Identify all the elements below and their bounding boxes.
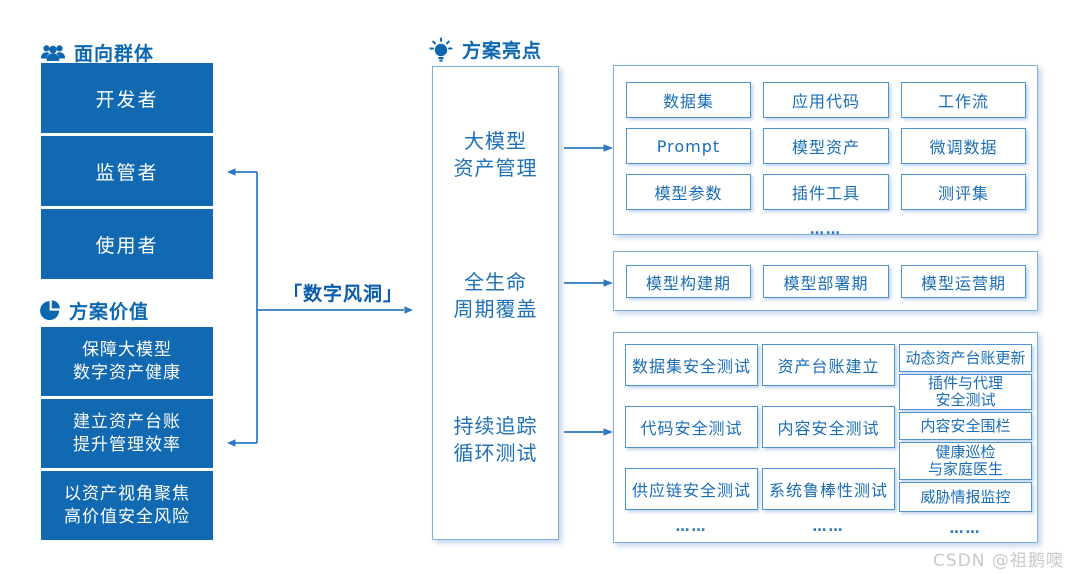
watermark-text: CSDN @祖鹅噢	[933, 551, 1064, 571]
value-box-ledger-efficiency: 建立资产台账 提升管理效率	[41, 399, 213, 468]
testing-col1: 数据集安全测试 代码安全测试 供应链安全测试 ……	[625, 344, 758, 536]
audience-box-regulators: 监管者	[41, 136, 213, 206]
testing-cell-plugin-agent: 插件与代理 安全测试	[899, 374, 1032, 410]
testing-col1-ellipsis: ……	[675, 519, 708, 535]
testing-col2-ellipsis: ……	[812, 519, 845, 535]
asset-cell-plugin-tools: 插件工具	[763, 174, 889, 210]
asset-cell-model-params: 模型参数	[626, 174, 751, 210]
audience-title: 面向群体	[74, 43, 155, 65]
lifecycle-cell-build: 模型构建期	[626, 265, 751, 298]
asset-group-ellipsis: ……	[810, 222, 842, 238]
digital-wind-tunnel-label: 「数字风洞」	[283, 283, 404, 305]
testing-cell-supplychain-security: 供应链安全测试	[625, 468, 758, 510]
testing-col3: 动态资产台账更新 插件与代理 安全测试 内容安全围栏 健康巡检 与家庭医生 威胁…	[899, 344, 1032, 538]
asset-group-panel: 数据集 应用代码 工作流 Prompt 模型资产 微调数据 模型参数 插件工具 …	[613, 65, 1038, 238]
value-box-risk-focus: 以资产视角聚焦 高价值安全风险	[41, 471, 213, 540]
highlight-lifecycle-coverage: 全生命 周期覆盖	[453, 270, 538, 321]
value-title: 方案价值	[69, 301, 150, 323]
highlights-header: 方案亮点	[428, 36, 542, 63]
users-icon	[41, 44, 65, 61]
testing-cell-content-security: 内容安全测试	[762, 406, 895, 448]
audience-header: 面向群体	[40, 39, 154, 66]
asset-cell-finetune-data: 微调数据	[901, 128, 1026, 164]
testing-cell-threat-intel: 威胁情报监控	[899, 482, 1032, 512]
highlight-asset-management: 大模型 资产管理	[453, 129, 538, 180]
testing-cell-health-check: 健康巡检 与家庭医生	[899, 442, 1032, 480]
asset-cell-prompt: Prompt	[626, 128, 751, 164]
testing-cell-code-security: 代码安全测试	[625, 406, 758, 448]
arrow-to-testing-group	[564, 428, 613, 436]
testing-cell-content-guardrail: 内容安全围栏	[899, 412, 1032, 440]
lightbulb-icon	[429, 37, 453, 62]
asset-cell-workflow: 工作流	[901, 82, 1026, 118]
connector-lines	[227, 168, 413, 447]
testing-cell-robustness: 系统鲁棒性测试	[762, 468, 895, 510]
asset-cell-eval-set: 测评集	[901, 174, 1026, 210]
testing-group-panel: 数据集安全测试 代码安全测试 供应链安全测试 …… 资产台账建立 内容安全测试 …	[613, 332, 1038, 543]
lifecycle-cell-deploy: 模型部署期	[763, 265, 889, 298]
asset-cell-dataset: 数据集	[626, 82, 751, 118]
testing-cell-ledger-setup: 资产台账建立	[762, 344, 895, 386]
asset-cell-app-code: 应用代码	[763, 82, 889, 118]
audience-stack: 开发者 监管者 使用者	[41, 63, 213, 279]
highlights-title: 方案亮点	[462, 40, 543, 62]
pie-chart-icon	[40, 300, 60, 321]
value-header: 方案价值	[40, 297, 149, 324]
arrow-to-asset-group	[564, 144, 613, 152]
asset-cell-model-asset: 模型资产	[763, 128, 889, 164]
audience-box-users: 使用者	[41, 209, 213, 279]
value-stack: 保障大模型 数字资产健康 建立资产台账 提升管理效率 以资产视角聚焦 高价值安全…	[41, 327, 213, 540]
audience-box-developers: 开发者	[41, 63, 213, 133]
arrow-to-lifecycle-group	[564, 279, 613, 287]
lifecycle-group-panel: 模型构建期 模型部署期 模型运营期	[613, 251, 1038, 311]
lifecycle-cell-operate: 模型运营期	[901, 265, 1026, 298]
value-box-asset-health: 保障大模型 数字资产健康	[41, 327, 213, 396]
testing-cell-dataset-security: 数据集安全测试	[625, 344, 758, 386]
testing-col2: 资产台账建立 内容安全测试 系统鲁棒性测试 ……	[762, 344, 895, 536]
highlights-panel: 大模型 资产管理 全生命 周期覆盖 持续追踪 循环测试	[432, 66, 559, 540]
highlight-continuous-testing: 持续追踪 循环测试	[453, 414, 538, 465]
testing-col3-ellipsis: ……	[949, 521, 982, 537]
testing-cell-dynamic-ledger: 动态资产台账更新	[899, 344, 1032, 372]
